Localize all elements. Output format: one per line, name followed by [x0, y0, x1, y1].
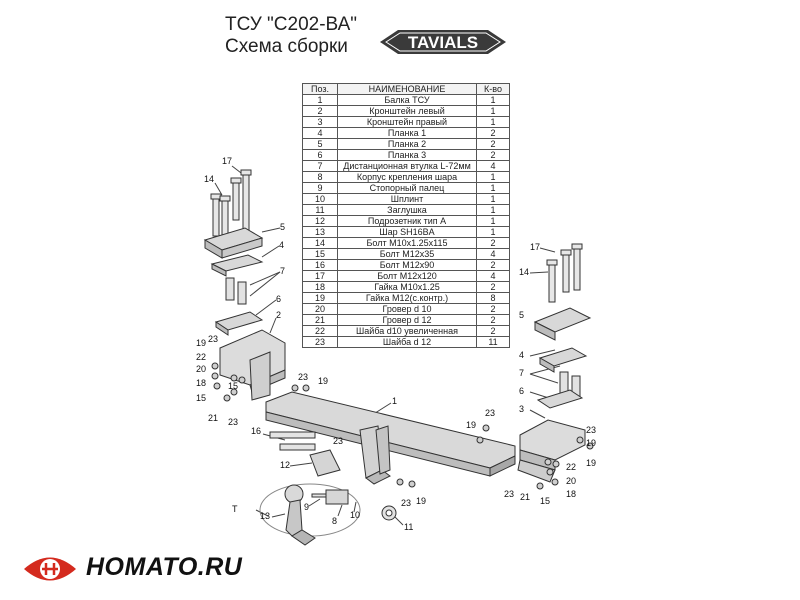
callout-number: 22	[196, 352, 206, 362]
callout-number: 2	[276, 310, 281, 320]
callout-number: 3	[519, 404, 524, 414]
callout-number: 4	[519, 350, 524, 360]
callout-number: 23	[485, 408, 495, 418]
callout-number: 8	[332, 516, 337, 526]
callout-number: 6	[276, 294, 281, 304]
callout-number: 21	[208, 413, 218, 423]
callout-number: 23	[401, 498, 411, 508]
callout-number: 23	[298, 372, 308, 382]
title-line-2: Схема сборки	[225, 36, 348, 57]
callout-number: 19	[416, 496, 426, 506]
callout-number: 19	[586, 458, 596, 468]
callout-number: 12	[280, 460, 290, 470]
callout-number: 1	[392, 396, 397, 406]
callout-number: 21	[520, 492, 530, 502]
callout-number: 7	[280, 266, 285, 276]
callout-number: 22	[566, 462, 576, 472]
brand-name: HOMATO.RU	[86, 553, 243, 581]
tavials-logo: TAVIALS	[380, 30, 506, 54]
callout-number: 13	[260, 511, 270, 521]
callout-number: 15	[228, 381, 238, 391]
callout-number: 19	[318, 376, 328, 386]
callout-number: 15	[196, 393, 206, 403]
page-title: ТСУ "С202-ВА" Схема сборки	[225, 14, 357, 58]
callout-number: 23	[208, 334, 218, 344]
callout-number: 23	[586, 425, 596, 435]
table-cell-name: Шайба d 12	[337, 336, 477, 348]
callout-number: 19	[466, 420, 476, 430]
callout-number: 17	[222, 156, 232, 166]
callout-number: 23	[504, 489, 514, 499]
callout-number: 18	[566, 489, 576, 499]
callout-number: 23	[228, 417, 238, 427]
callout-number: 16	[251, 426, 261, 436]
callout-number: 19	[196, 338, 206, 348]
callout-number: 17	[530, 242, 540, 252]
callout-number: 23	[333, 436, 343, 446]
callout-number: 20	[566, 476, 576, 486]
callout-number: 14	[519, 267, 529, 277]
table-cell-qty: 11	[476, 336, 510, 348]
homato-logo-icon	[24, 557, 76, 581]
table-cell-qty: 4	[476, 248, 510, 260]
callout-number: T	[232, 504, 238, 514]
callout-number: 4	[279, 240, 284, 250]
callout-number: 5	[280, 222, 285, 232]
table-cell-qty: 1	[476, 204, 510, 216]
title-line-1: ТСУ "С202-ВА"	[225, 14, 357, 35]
callout-number: 10	[350, 510, 360, 520]
logo-text: TAVIALS	[408, 33, 478, 52]
callout-number: 19	[586, 438, 596, 448]
callout-number: 7	[519, 368, 524, 378]
callout-number: 14	[204, 174, 214, 184]
callout-number: 5	[519, 310, 524, 320]
callout-number: 11	[404, 522, 413, 532]
callout-number: 6	[519, 386, 524, 396]
callout-number: 20	[196, 364, 206, 374]
callout-number: 15	[540, 496, 550, 506]
callout-number: 18	[196, 378, 206, 388]
callout-number: 9	[304, 502, 309, 512]
